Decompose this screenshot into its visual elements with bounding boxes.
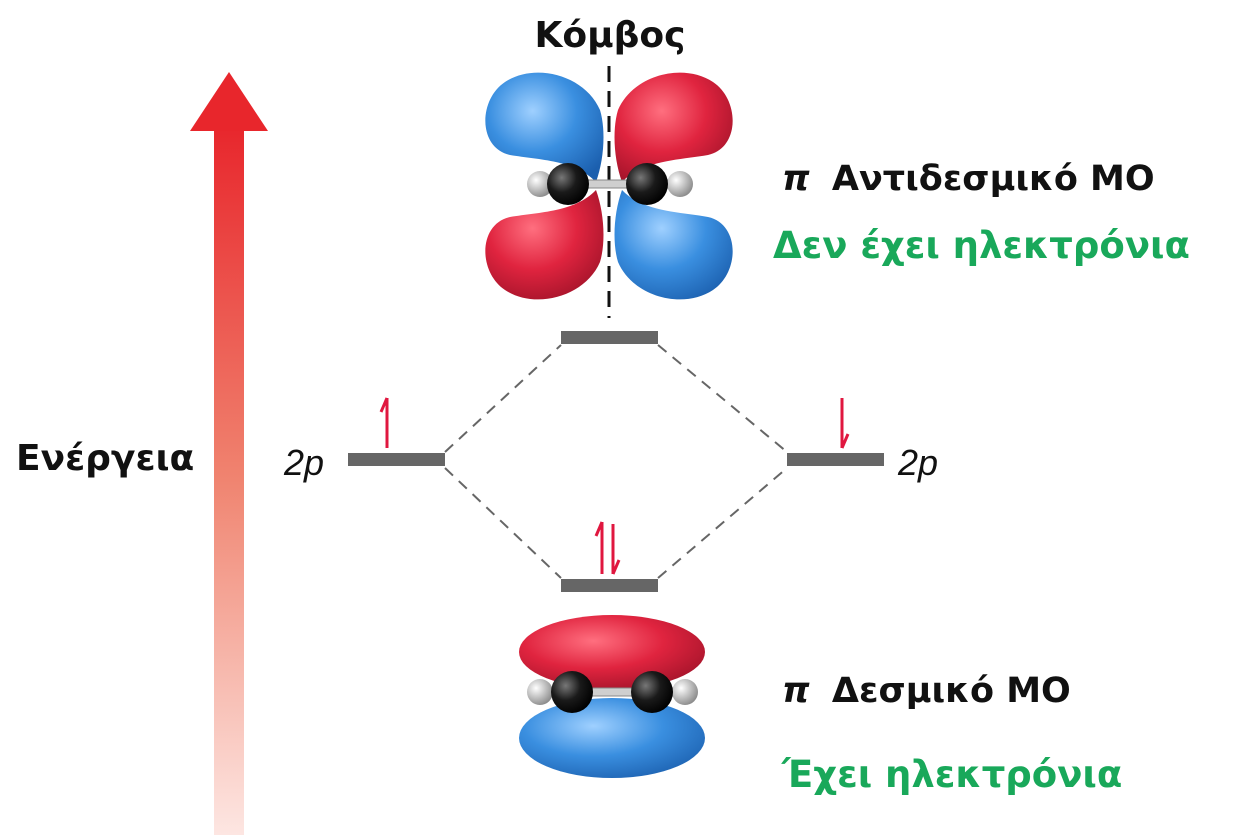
lobe-red-top-right	[614, 72, 733, 182]
bonding-level	[561, 579, 658, 592]
atomic-level-right	[787, 453, 884, 466]
atomic-orbital-label-left: 2p	[283, 442, 324, 483]
antibonding-status: Δεν έχει ηλεκτρόνια	[773, 224, 1190, 267]
atomic-level-left	[348, 453, 445, 466]
bonding-status: Έχει ηλεκτρόνια	[781, 753, 1122, 796]
electron-spin-up-left	[379, 397, 389, 448]
electron-pair-bonding	[594, 521, 621, 575]
energy-label: Ενέργεια	[16, 438, 194, 479]
lobe-blue-bottom	[519, 698, 705, 778]
antibonding-pi-symbol: π	[782, 159, 810, 199]
atomic-orbital-label-right: 2p	[897, 442, 938, 483]
bonding-pi-symbol: π	[782, 671, 810, 711]
antibonding-orbital-image	[485, 72, 733, 300]
correlation-lines	[444, 344, 788, 579]
bonding-title-text: Δεσμικό MO	[832, 671, 1071, 711]
antibonding-title-text: Αντιδεσμικό MO	[832, 159, 1155, 199]
energy-arrow	[190, 72, 268, 835]
bonding-orbital-image	[519, 615, 705, 778]
lobe-red-top	[519, 615, 705, 689]
lobe-blue-bottom-right	[614, 190, 733, 300]
bonding-title: π Δεσμικό MO	[782, 671, 1071, 711]
lobe-red-bottom-left	[485, 190, 604, 300]
node-label: Κόμβος	[535, 15, 686, 56]
antibonding-title: π Αντιδεσμικό MO	[782, 159, 1155, 199]
electron-spin-down-right	[840, 398, 850, 449]
antibonding-level	[561, 331, 658, 344]
lobe-blue-top-left	[485, 72, 604, 182]
